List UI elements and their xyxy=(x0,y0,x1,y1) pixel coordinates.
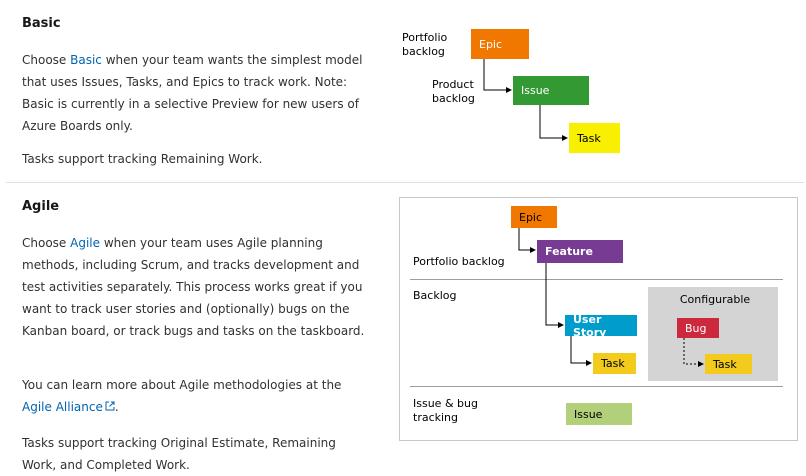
agile-task-box: Task xyxy=(593,353,636,374)
agile-backlog-label: Backlog xyxy=(413,289,457,302)
agile-row-divider-2 xyxy=(410,386,783,387)
agile-text-suffix: when your team uses Agile planning metho… xyxy=(22,236,365,338)
agile-issue-box: Issue xyxy=(566,403,632,425)
basic-portfolio-backlog-label: Portfolio backlog xyxy=(402,31,448,58)
basic-description: Choose Basic when your team wants the si… xyxy=(22,49,372,137)
agile-link[interactable]: Agile xyxy=(70,236,101,250)
agile-portfolio-backlog-label: Portfolio backlog xyxy=(413,255,505,268)
basic-text-prefix: Choose xyxy=(22,53,71,67)
agile-epic-box: Epic xyxy=(511,206,557,228)
agile-feature-box: Feature xyxy=(537,240,623,263)
basic-link[interactable]: Basic xyxy=(70,53,102,67)
basic-tasks-note: Tasks support tracking Remaining Work. xyxy=(22,152,263,166)
agile-user-story-box: User Story xyxy=(565,313,637,339)
basic-task-box: Task xyxy=(569,123,620,153)
section-divider xyxy=(6,182,804,183)
external-link-icon xyxy=(105,401,115,411)
basic-heading: Basic xyxy=(22,16,61,31)
basic-epic-box: Epic xyxy=(471,29,529,59)
agile-bug-task-box: Task xyxy=(705,354,752,374)
agile-learn-more: You can learn more about Agile methodolo… xyxy=(22,374,372,418)
agile-heading: Agile xyxy=(22,199,60,214)
basic-product-backlog-label: Product backlog xyxy=(432,78,475,105)
agile-bug-box: Bug xyxy=(677,318,719,338)
agile-issue-bug-tracking-label: Issue & bug tracking xyxy=(413,397,478,424)
basic-issue-box: Issue xyxy=(513,76,589,105)
agile-alliance-link[interactable]: Agile Alliance xyxy=(22,400,115,414)
agile-text-prefix: Choose xyxy=(22,236,71,250)
learn-more-prefix: You can learn more about Agile methodolo… xyxy=(22,378,342,392)
agile-description: Choose Agile when your team uses Agile p… xyxy=(22,232,372,342)
agile-alliance-link-text: Agile Alliance xyxy=(22,400,103,414)
agile-tasks-note: Tasks support tracking Original Estimate… xyxy=(22,436,336,472)
learn-more-suffix: . xyxy=(114,400,119,414)
agile-row-divider-1 xyxy=(410,279,783,280)
configurable-label: Configurable xyxy=(679,293,751,306)
basic-text-suffix: when your team wants the simplest model … xyxy=(22,53,363,133)
